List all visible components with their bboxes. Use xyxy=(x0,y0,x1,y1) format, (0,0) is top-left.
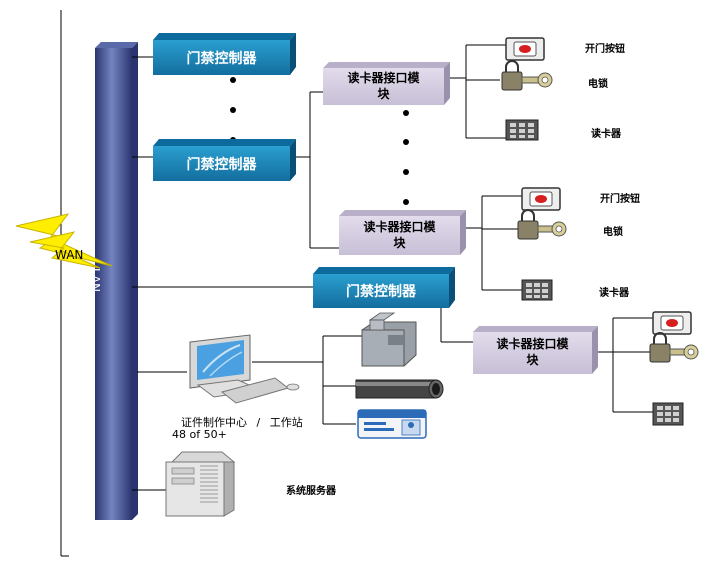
controller-box-1 xyxy=(153,33,296,75)
controller-label-3: 门禁控制器 xyxy=(346,284,416,300)
electric-lock-icon xyxy=(501,60,553,91)
workstation-count: 48 of 50+ xyxy=(172,428,227,441)
controller-box-2 xyxy=(153,139,296,181)
module-label-3-line2: 块 xyxy=(526,353,539,367)
workstation-computer-icon xyxy=(189,334,300,404)
card-reader-icon xyxy=(652,402,684,426)
camera-icon xyxy=(355,379,444,399)
card-reader-icon xyxy=(505,119,539,141)
wan-label: WAN xyxy=(55,248,84,262)
module-label-2-line1: 读卡器接口模 xyxy=(363,220,436,234)
workstation-label: 证件制作中心 / 工作站 xyxy=(181,416,303,429)
module-label-1: 读卡器接口模 块 xyxy=(323,70,444,102)
module-label-2-line2: 块 xyxy=(393,236,406,250)
controller-label-2: 门禁控制器 xyxy=(186,157,257,173)
lock-label: 电锁 xyxy=(588,79,608,90)
module-label-1-line1: 读卡器接口模 xyxy=(347,71,420,85)
module-box-3 xyxy=(473,326,598,374)
electric-lock-icon xyxy=(517,209,567,240)
module-box-1 xyxy=(323,62,450,105)
connection-lines xyxy=(132,44,653,491)
lan-bus xyxy=(95,42,138,520)
reader-label: 读卡器 xyxy=(599,288,629,299)
exit-button-icon xyxy=(505,37,545,61)
card-reader-icon xyxy=(521,279,553,301)
id-card-icon xyxy=(357,409,427,439)
module-label-3-line1: 读卡器接口模 xyxy=(496,337,569,351)
controller-box-3 xyxy=(313,267,455,308)
wan-lightning-icon xyxy=(15,213,113,269)
card-printer-icon xyxy=(361,312,417,367)
module-label-1-line2: 块 xyxy=(377,87,390,101)
module-label-3: 读卡器接口模 块 xyxy=(473,336,592,368)
reader-label: 读卡器 xyxy=(591,129,621,140)
module-label-2: 读卡器接口模 块 xyxy=(339,219,460,251)
exit-button-label: 开门按钮 xyxy=(585,44,625,55)
lan-label: LAN xyxy=(88,268,102,293)
electric-lock-icon xyxy=(649,332,699,363)
controller-label-1: 门禁控制器 xyxy=(186,51,257,67)
exit-button-label: 开门按钮 xyxy=(600,194,640,205)
exit-button-icon xyxy=(521,187,561,211)
lock-label: 电锁 xyxy=(603,227,623,238)
server-label: 系统服务器 xyxy=(286,486,336,497)
module-box-2 xyxy=(339,210,466,255)
exit-button-icon xyxy=(652,311,692,335)
system-server-icon xyxy=(165,451,236,517)
